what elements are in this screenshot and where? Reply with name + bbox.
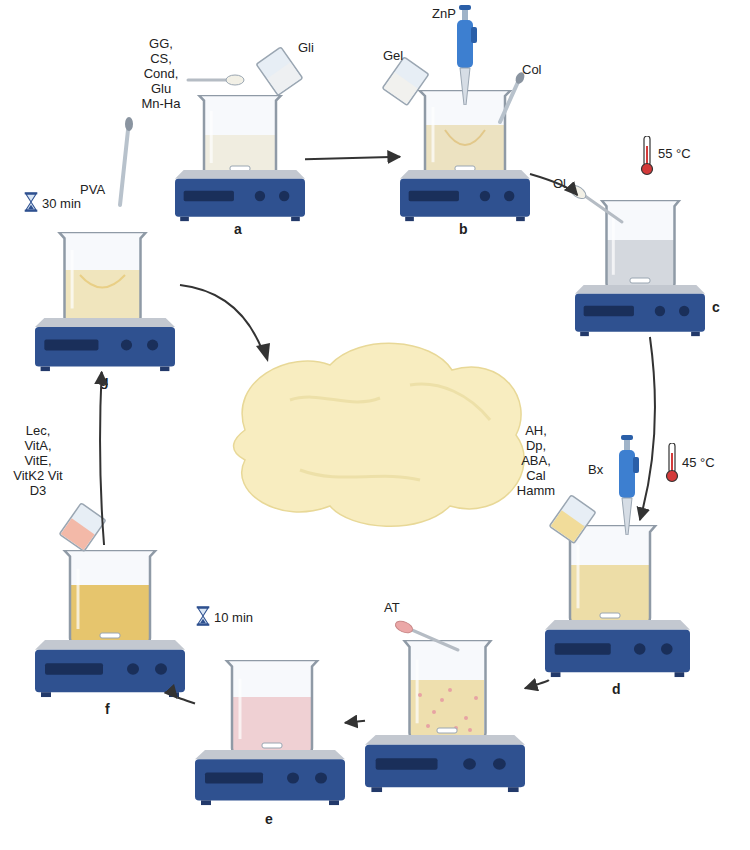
ingredient-label: 45 °C <box>682 455 715 470</box>
spoon-handle <box>188 79 226 82</box>
micropipette <box>619 435 639 535</box>
dropper-bulb <box>125 117 133 131</box>
pouring-cup <box>382 57 428 105</box>
ingredient-label: 30 min <box>42 196 81 211</box>
ingredient-label: Gli <box>298 40 314 55</box>
stir-bar <box>100 633 120 638</box>
ingredient-label: ZnP <box>432 6 456 21</box>
process-step: AT <box>365 632 525 793</box>
flow-arrow <box>640 337 655 520</box>
beaker <box>226 660 318 753</box>
magnetic-stirrer <box>35 640 185 697</box>
ingredient-label: AH, Dp, ABA, Cal Hamm <box>514 423 558 498</box>
step-letter: a <box>234 222 242 237</box>
beaker <box>404 640 491 738</box>
magnetic-stirrer <box>175 170 305 221</box>
ingredient-label: 55 °C <box>658 146 691 161</box>
process-step: Lec, VitA, VitE, VitK2 Vit D3f <box>35 545 185 698</box>
magnetic-stirrer <box>545 620 690 677</box>
step-letter: e <box>265 812 273 827</box>
beaker <box>199 95 282 175</box>
ingredient-label: Ol <box>553 176 566 191</box>
spoon-bowl <box>226 75 244 85</box>
flow-arrow <box>345 721 365 723</box>
flow-arrow <box>525 680 549 688</box>
stir-bar <box>437 728 457 733</box>
ingredient-label: PVA <box>80 182 105 197</box>
process-step: GelZnPColb <box>400 88 530 222</box>
process-step: 30 minPVAg <box>35 228 175 372</box>
process-step: AH, Dp, ABA, Cal HammBx45 °Cd <box>545 520 690 680</box>
particles <box>418 688 478 732</box>
product-arrow <box>180 285 263 352</box>
spoon-bowl <box>394 619 414 635</box>
step-letter: f <box>105 702 110 717</box>
flow-arrow <box>530 174 577 195</box>
spoon-bowl <box>568 183 588 202</box>
pouring-cup <box>256 47 302 95</box>
beaker <box>564 525 656 623</box>
beaker <box>59 232 146 322</box>
magnetic-stirrer <box>195 750 345 805</box>
step-letter: b <box>459 222 468 237</box>
step-letter: d <box>612 682 621 697</box>
magnetic-stirrer <box>575 285 705 336</box>
vortex <box>80 275 125 288</box>
ingredient-label: Bx <box>588 462 603 477</box>
thermometer <box>642 136 653 175</box>
micropipette <box>457 5 477 105</box>
ingredient-label: Gel <box>383 48 403 63</box>
magnetic-stirrer <box>365 735 525 792</box>
step-letter: g <box>100 374 109 389</box>
ingredient-label: Col <box>522 62 542 77</box>
dropper <box>120 130 128 205</box>
spoon-handle <box>585 196 622 222</box>
beaker <box>601 200 679 288</box>
stir-bar <box>262 743 282 748</box>
flow-arrow <box>305 157 400 160</box>
blob-fold <box>290 384 490 480</box>
step-letter: c <box>712 300 720 315</box>
pouring-cup <box>549 495 595 543</box>
process-step: 55 °COlc <box>575 195 705 337</box>
product-blob <box>234 343 525 526</box>
stir-bar <box>600 613 620 618</box>
flow-arrow <box>177 698 195 704</box>
ingredient-label: Lec, VitA, VitE, VitK2 Vit D3 <box>12 423 64 498</box>
magnetic-stirrer <box>35 318 175 371</box>
vortex <box>445 130 485 145</box>
beaker <box>64 550 156 643</box>
pouring-cup <box>59 503 105 551</box>
stir-bar <box>630 278 650 283</box>
process-step: GG, CS, Cond, Glu Mn-HaGlia <box>175 100 305 222</box>
flow-arrow <box>100 372 104 545</box>
process-step: 10 mine <box>195 655 345 806</box>
magnetic-stirrer <box>400 170 530 221</box>
ingredient-label: GG, CS, Cond, Glu Mn-Ha <box>138 36 184 111</box>
hourglass <box>25 192 38 212</box>
product-arrow-head <box>256 343 270 362</box>
ingredient-label: 10 min <box>214 610 253 625</box>
spoon-handle <box>412 630 458 650</box>
thermometer <box>667 443 678 482</box>
dropper <box>500 82 518 122</box>
hourglass <box>197 606 210 626</box>
ingredient-label: AT <box>384 600 400 615</box>
